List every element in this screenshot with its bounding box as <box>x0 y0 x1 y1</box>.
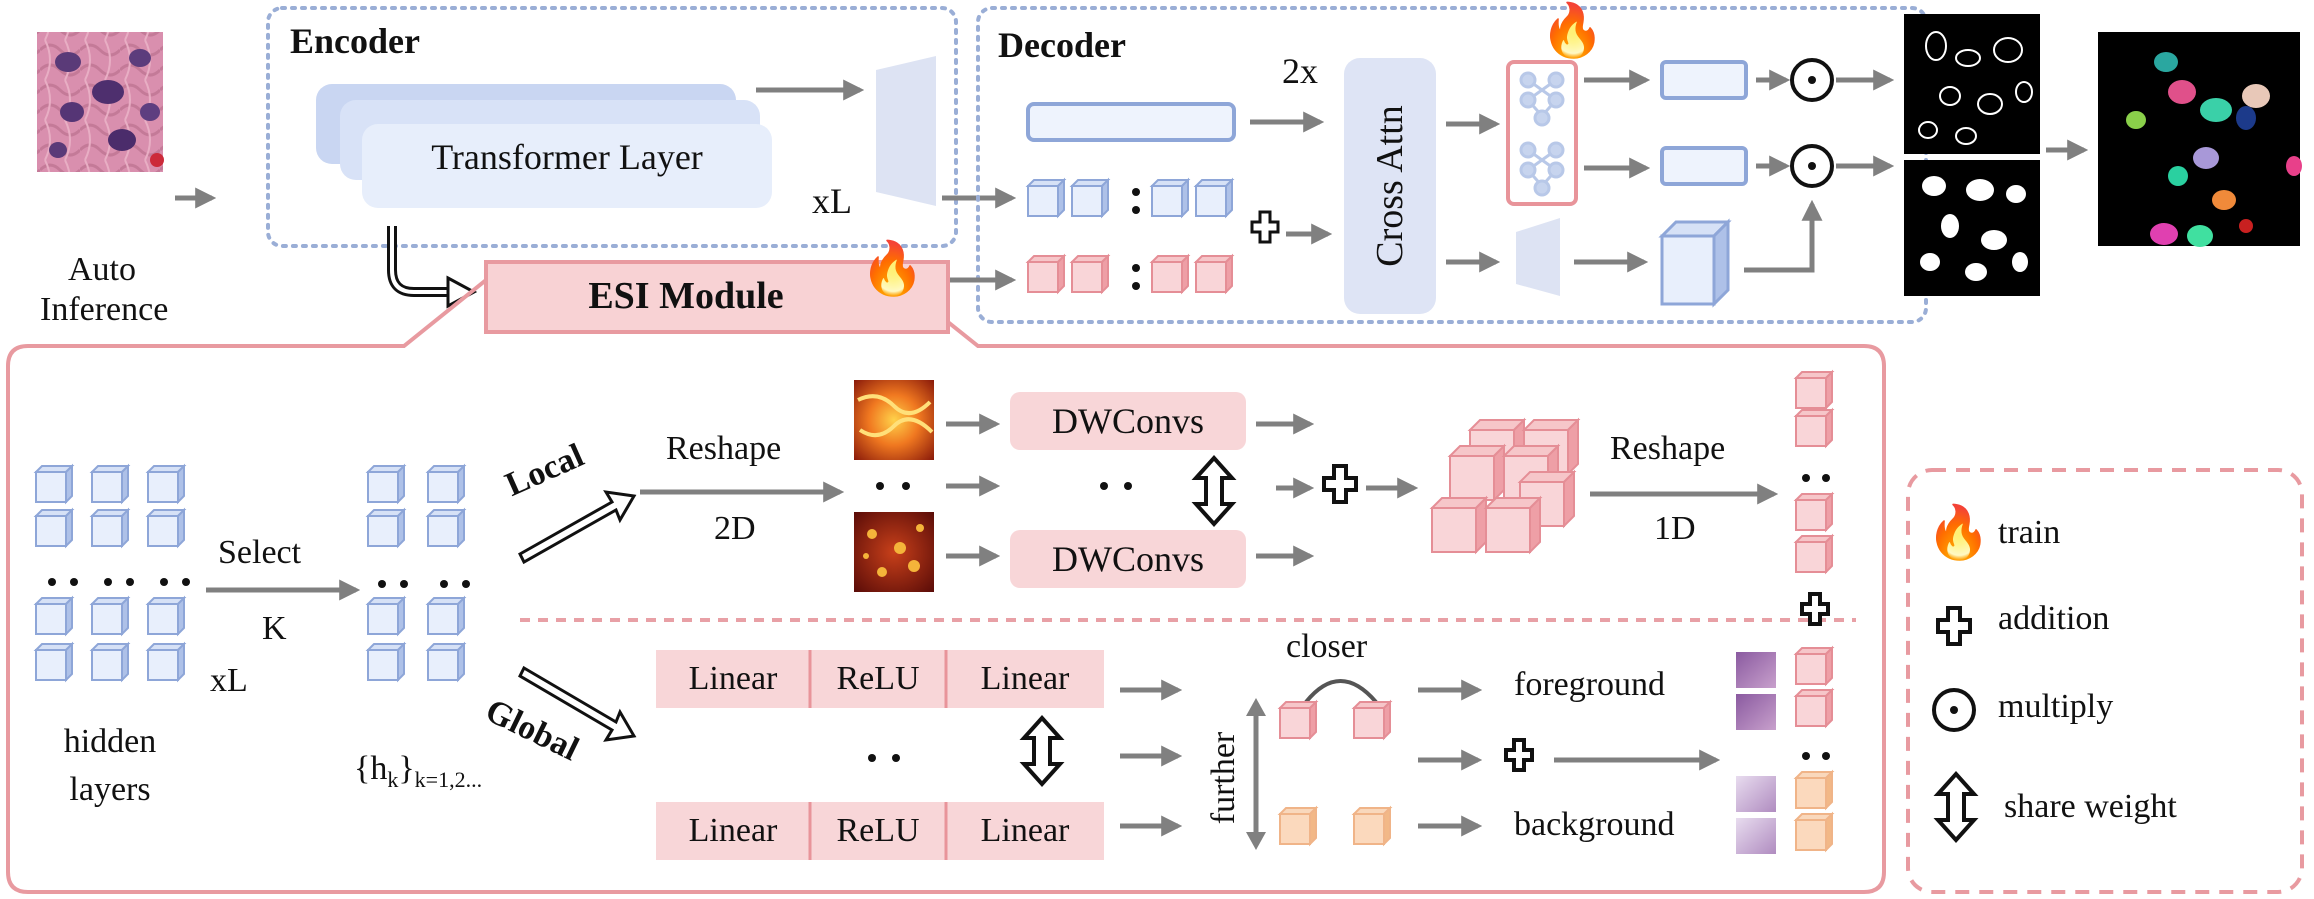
foreground-patches <box>1736 652 1776 730</box>
input-histology-image <box>37 32 164 172</box>
decoder-title: Decoder <box>998 25 1126 65</box>
legend-addition-label: addition <box>1998 600 2110 637</box>
closer-label: closer <box>1286 628 1368 665</box>
mlp-row1-linear-b: Linear <box>980 660 1070 697</box>
input-caption: Auto Inference <box>40 250 169 330</box>
dwconvs-block-2 <box>1010 530 1246 588</box>
image-tokens <box>1027 179 1233 217</box>
background-prototypes <box>1279 807 1391 845</box>
mlp-row-1 <box>656 650 1104 708</box>
legend-train-label: train <box>1998 514 2061 551</box>
mlp-row1-relu: ReLU <box>836 660 920 697</box>
legend-multiply-label: multiply <box>1998 688 2114 725</box>
hidden-line2: layers <box>69 771 151 808</box>
fire-icon: 🔥 <box>1926 505 1991 562</box>
input-caption-line2: Inference <box>40 291 169 328</box>
hk-open: {h <box>354 750 388 787</box>
cross-attn-block <box>1344 58 1436 314</box>
hk-close: } <box>398 750 415 787</box>
decoder-repeat-label: 2x <box>1282 51 1318 91</box>
local-branch-arrow <box>518 490 637 565</box>
reshape-2d-dim: 2D <box>714 510 756 547</box>
mask-feature-cube <box>1658 218 1732 308</box>
binary-mask-output <box>1904 160 2040 296</box>
mlp-row1-linear-a: Linear <box>688 660 778 697</box>
contour-output <box>1904 14 2040 154</box>
reshape-1d-dim: 1D <box>1654 510 1696 547</box>
dwconvs-label-1: DWConvs <box>1052 401 1204 441</box>
background-patches <box>1736 776 1776 854</box>
dwconvs-label-2: DWConvs <box>1052 539 1204 579</box>
reshape-1d-label: Reshape <box>1610 430 1726 467</box>
hk-set-label: {hk}k=1,2... <box>354 750 482 793</box>
xl-label: xL <box>210 662 248 699</box>
legend-box <box>1906 468 2304 894</box>
further-label: further <box>1205 731 1242 825</box>
fire-icon: 🔥 <box>860 241 925 298</box>
foreground-prototypes <box>1279 701 1391 739</box>
esi-module-title: ESI Module <box>588 275 784 317</box>
input-caption-line1: Auto <box>68 251 136 288</box>
transformer-layer-label: Transformer Layer <box>431 137 703 177</box>
legend-share-weight-label: share weight <box>2004 788 2177 825</box>
heatmap-1 <box>854 380 934 460</box>
instance-segmentation-output <box>2098 32 2302 247</box>
k-label: K <box>262 610 287 647</box>
encoder-neck-shape <box>876 56 936 206</box>
mlp-row2-linear-b: Linear <box>980 812 1070 849</box>
query-token-bar <box>1026 102 1236 142</box>
hk-subscript: k <box>387 766 399 792</box>
hidden-line1: hidden <box>63 723 157 760</box>
mlp-row-2 <box>656 802 1104 860</box>
fire-icon: 🔥 <box>1540 3 1605 60</box>
hidden-layers-caption: hidden layers <box>30 718 190 814</box>
local-feature-volume <box>1431 419 1579 553</box>
esi-tokens <box>1027 255 1233 293</box>
local-output-tokens <box>1795 371 1833 573</box>
hk-range: k=1,2... <box>414 766 483 792</box>
dwconvs-block-1 <box>1010 392 1246 450</box>
addition-symbol <box>1250 210 1280 244</box>
global-branch-arrow <box>518 665 637 742</box>
mlp-row2-relu: ReLU <box>836 812 920 849</box>
encoder-title: Encoder <box>290 21 420 61</box>
share-weight-icon-global <box>1019 715 1065 787</box>
cross-attn-label: Cross Attn <box>1369 105 1411 267</box>
encoder-box <box>266 6 958 248</box>
mlp-row2-linear-a: Linear <box>688 812 778 849</box>
encoder-repeat-label: xL <box>812 181 852 221</box>
reshape-2d-label: Reshape <box>666 430 782 467</box>
share-weight-icon <box>1191 455 1237 527</box>
select-label: Select <box>218 534 302 571</box>
heatmap-2 <box>854 512 934 592</box>
global-output-tokens <box>1795 647 1833 851</box>
background-label: background <box>1514 806 1675 843</box>
esi-module-header <box>484 260 950 334</box>
foreground-label: foreground <box>1514 666 1666 703</box>
selected-layers <box>367 465 470 681</box>
hidden-layers-grid <box>35 465 190 681</box>
